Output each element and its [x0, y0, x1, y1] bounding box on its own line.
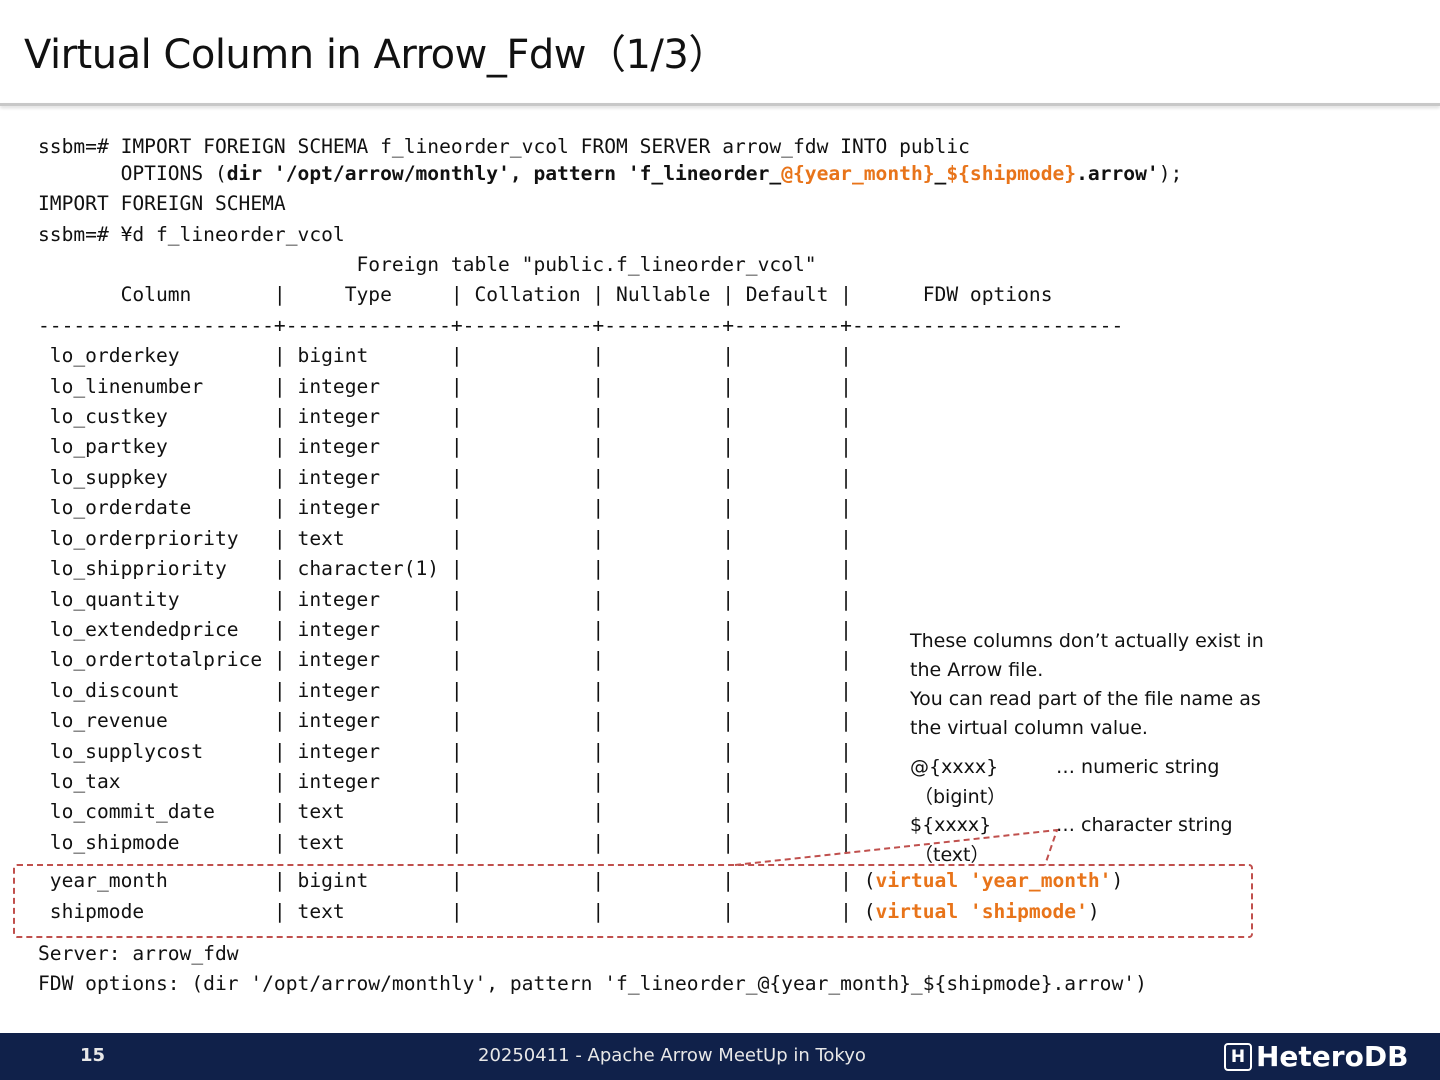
table-row: lo_revenue | integer | | | |: [38, 709, 852, 732]
virtual-column-note: These columns don’t actually exist in th…: [910, 627, 1290, 743]
import-command-line: ssbm=# IMPORT FOREIGN SCHEMA f_lineorder…: [38, 135, 970, 158]
marker-numeric-token: @{xxxx}: [910, 756, 999, 778]
virtual-option-year-month: virtual 'year_month': [875, 869, 1112, 892]
table-row: lo_orderkey | bigint | | | |: [38, 344, 852, 367]
options-prefix: OPTIONS (: [38, 162, 227, 185]
footer-event-text: 20250411 - Apache Arrow MeetUp in Tokyo: [478, 1045, 866, 1066]
psql-session: ssbm=# IMPORT FOREIGN SCHEMA f_lineorder…: [38, 0, 1182, 993]
virtual-row-prefix: year_month | bigint | | | | (: [38, 869, 876, 892]
table-header-line: Column | Type | Collation | Nullable | D…: [38, 283, 1053, 306]
table-row: lo_discount | integer | | | |: [38, 679, 852, 702]
table-row: lo_quantity | integer | | | |: [38, 588, 852, 611]
table-row: lo_commit_date | text | | | |: [38, 800, 852, 823]
options-var-shipmode: ${shipmode}: [946, 162, 1077, 185]
table-title-line: Foreign table "public.f_lineorder_vcol": [38, 253, 817, 276]
table-row: lo_suppkey | integer | | | |: [38, 466, 852, 489]
virtual-row-year-month: year_month | bigint | | | | (virtual 'ye…: [38, 869, 1124, 892]
options-dir: dir '/opt/arrow/monthly', pattern 'f_lin…: [226, 162, 782, 185]
describe-command-line: ssbm=# ¥d f_lineorder_vcol: [38, 223, 345, 246]
marker-text-desc: … character string: [1056, 814, 1233, 836]
page-number: 15: [80, 1045, 106, 1066]
virtual-row-prefix: shipmode | text | | | | (: [38, 900, 876, 923]
fdw-options-line: FDW options: (dir '/opt/arrow/monthly', …: [38, 972, 1147, 995]
options-separator: _: [934, 162, 947, 185]
import-result-line: IMPORT FOREIGN SCHEMA: [38, 192, 286, 215]
table-row: lo_shipmode | text | | | |: [38, 831, 852, 854]
table-row: lo_linenumber | integer | | | |: [38, 375, 852, 398]
virtual-row-suffix: ): [1111, 869, 1124, 892]
options-ext: .arrow': [1076, 162, 1159, 185]
import-options-line: OPTIONS (dir '/opt/arrow/monthly', patte…: [38, 162, 1183, 185]
virtual-columns-highlight: [13, 864, 1253, 938]
footer-bar: 15 20250411 - Apache Arrow MeetUp in Tok…: [0, 1033, 1440, 1080]
table-row: lo_orderpriority | text | | | |: [38, 527, 852, 550]
marker-numeric-desc: … numeric string: [1056, 756, 1220, 778]
heterodb-logo-icon: H: [1224, 1042, 1252, 1071]
marker-text-type: （text）: [914, 844, 990, 866]
table-row: lo_supplycost | integer | | | |: [38, 740, 852, 763]
marker-text-token: ${xxxx}: [910, 814, 992, 836]
heterodb-logo-text: HeteroDB: [1256, 1040, 1409, 1073]
table-separator-line: --------------------+--------------+----…: [38, 314, 1124, 337]
virtual-row-shipmode: shipmode | text | | | | (virtual 'shipmo…: [38, 902, 1100, 922]
options-suffix: );: [1158, 162, 1183, 185]
note-line-1: These columns don’t actually exist in th…: [910, 630, 1264, 681]
table-row: lo_ordertotalprice | integer | | | |: [38, 648, 852, 671]
marker-numeric-type: （bigint）: [914, 786, 1007, 808]
table-row: lo_custkey | integer | | | |: [38, 405, 852, 428]
note-line-2: You can read part of the file name as th…: [910, 688, 1261, 739]
options-var-year-month: @{year_month}: [781, 162, 935, 185]
table-row: lo_extendedprice | integer | | | |: [38, 618, 852, 641]
server-line: Server: arrow_fdw: [38, 942, 239, 965]
table-row: lo_orderdate | integer | | | |: [38, 496, 852, 519]
virtual-option-shipmode: virtual 'shipmode': [875, 900, 1088, 923]
heterodb-logo: H HeteroDB: [1224, 1040, 1408, 1073]
table-row: lo_tax | integer | | | |: [38, 770, 852, 793]
table-row: lo_shippriority | character(1) | | | |: [38, 557, 852, 580]
virtual-row-suffix: ): [1087, 900, 1100, 923]
table-row: lo_partkey | integer | | | |: [38, 435, 852, 458]
slide-title: Virtual Column in Arrow_Fdw（1/3）: [24, 32, 728, 78]
title-divider: [0, 103, 1440, 106]
